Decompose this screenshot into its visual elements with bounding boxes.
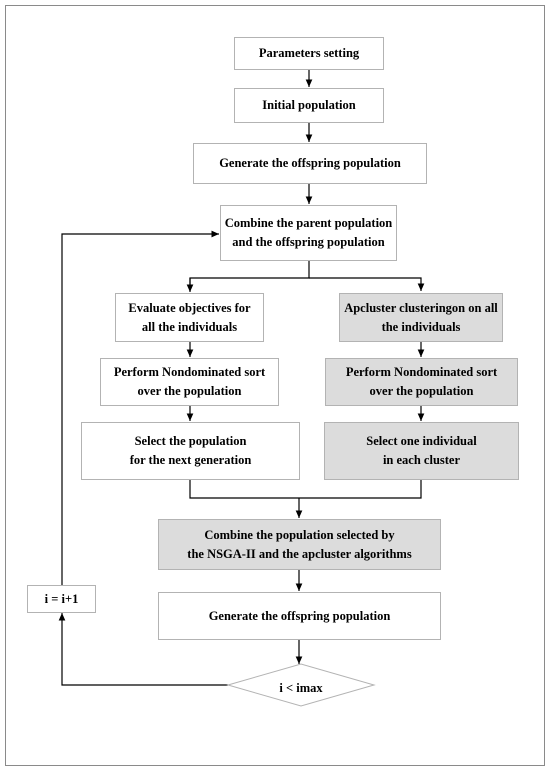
nondominated-sort-left-label: Perform Nondominated sort over the popul… [113, 365, 266, 398]
initial-population-box: Initial population [234, 88, 384, 123]
apcluster-clustering-label: Apcluster clusteringon on all the indivi… [344, 300, 498, 334]
evaluate-objectives-label: Evaluate objectives for all the individu… [128, 300, 251, 334]
combine-parent-offspring-box: Combine the parent population and the of… [220, 205, 397, 261]
apcluster-clustering-box: Apcluster clusteringon on all the indivi… [339, 293, 503, 342]
combine-selected-box: Combine the population selected by the N… [158, 519, 441, 570]
condition-diamond [226, 663, 376, 707]
split-connector-right [309, 277, 425, 291]
combine-parent-offspring-label: Combine the parent population and the of… [224, 216, 393, 249]
loop-increment-to-combine [61, 230, 219, 585]
diagram-frame [5, 5, 545, 766]
parameters-setting-label: Parameters setting [258, 46, 360, 60]
increment-label: i = i+1 [44, 591, 79, 606]
select-next-generation-box: Select the population for the next gener… [81, 422, 300, 480]
nondominated-sort-right-label: Perform Nondominated sort over the popul… [345, 365, 498, 398]
generate-offspring-label-1: Generate the offspring population [219, 156, 401, 170]
select-next-generation-label: Select the population for the next gener… [129, 434, 252, 467]
nondominated-sort-right-box: Perform Nondominated sort over the popul… [325, 358, 518, 406]
combine-selected-label: Combine the population selected by the N… [187, 527, 412, 561]
increment-box: i = i+1 [27, 585, 96, 613]
condition-label: i < imax [279, 680, 323, 695]
select-one-per-cluster-label: Select one individual in each cluster [366, 434, 477, 467]
initial-population-label: Initial population [262, 98, 356, 112]
generate-offspring-box-1: Generate the offspring population [193, 143, 427, 184]
parameters-setting-box: Parameters setting [234, 37, 384, 70]
evaluate-objectives-box: Evaluate objectives for all the individu… [115, 293, 264, 342]
nondominated-sort-left-box: Perform Nondominated sort over the popul… [100, 358, 279, 406]
generate-offspring-box-2: Generate the offspring population [158, 592, 441, 640]
merge-connector [189, 480, 422, 499]
generate-offspring-label-2: Generate the offspring population [208, 608, 391, 623]
select-one-per-cluster-box: Select one individual in each cluster [324, 422, 519, 480]
split-connector [189, 261, 310, 291]
loop-condition-to-increment [58, 613, 228, 686]
